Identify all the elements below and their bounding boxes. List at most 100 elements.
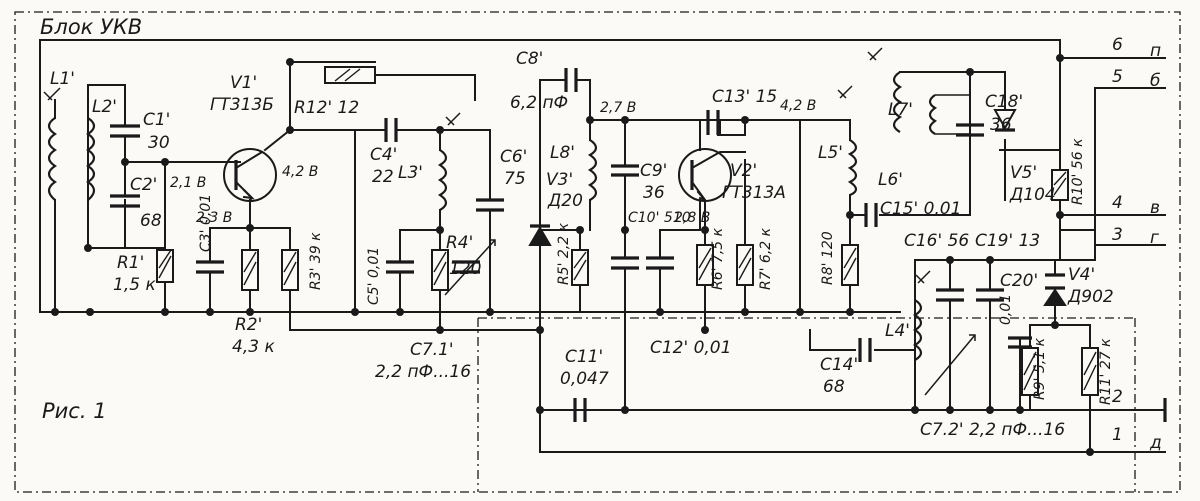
diode-v3 bbox=[528, 224, 552, 246]
tuning-marks bbox=[43, 47, 931, 284]
capacitor-c15 bbox=[864, 203, 878, 227]
resistor-r7 bbox=[736, 244, 754, 286]
label-l4: L4' bbox=[885, 321, 910, 341]
label-c9: C9' bbox=[640, 161, 667, 181]
label-r4: R4' bbox=[446, 233, 473, 253]
label-v4: V4' bbox=[1068, 265, 1095, 285]
label-r8: R8' 120 bbox=[820, 231, 836, 285]
label-c16: C16' 56 bbox=[904, 231, 969, 251]
capacitor-c7-2 bbox=[924, 334, 976, 396]
label-c4: C4' bbox=[370, 145, 397, 165]
label-r11: R11' 27 к bbox=[1098, 338, 1114, 405]
terminal-5-letter: б bbox=[1150, 71, 1160, 91]
terminal-3-num: 3 bbox=[1112, 225, 1123, 245]
label-c15: C15' 0,01 bbox=[880, 199, 961, 219]
capacitor-c4 bbox=[379, 118, 406, 142]
label-c18-val: 36 bbox=[990, 115, 1012, 135]
label-c8: C8' bbox=[516, 49, 543, 69]
terminals: 6 п 5 б 4 в 3 г 2 1 д bbox=[1112, 35, 1162, 453]
resistor-r12 bbox=[324, 66, 376, 84]
block-title: Блок УКВ bbox=[40, 15, 142, 39]
label-c7-2: C7.2' 2,2 пФ...16 bbox=[920, 420, 1065, 440]
label-v2: V2' bbox=[730, 161, 757, 181]
capacitor-c18 bbox=[956, 123, 984, 137]
resistor-r2 bbox=[241, 249, 259, 291]
capacitor-c16 bbox=[936, 288, 964, 302]
label-c14: C14' bbox=[820, 355, 858, 375]
label-c8-val: 6,2 пФ bbox=[510, 93, 568, 113]
label-c18: C18' bbox=[985, 92, 1023, 112]
resistor-r6 bbox=[696, 244, 714, 286]
inductor-l4 bbox=[912, 299, 923, 361]
capacitor-c13 bbox=[706, 110, 746, 136]
terminal-1-letter: д bbox=[1149, 433, 1162, 453]
resistor-r10 bbox=[1051, 169, 1069, 201]
label-c11-val: 0,047 bbox=[560, 369, 609, 389]
inductor-l2 bbox=[86, 117, 96, 201]
label-c6-val: 75 bbox=[504, 169, 526, 189]
label-v5-type: Д104 bbox=[1009, 185, 1056, 205]
capacitor-c6 bbox=[476, 198, 504, 212]
label-v2-type: ГТ313А bbox=[722, 183, 786, 203]
label-c1-val: 30 bbox=[148, 133, 170, 153]
terminal-5-num: 5 bbox=[1112, 67, 1123, 87]
label-c12: C12' 0,01 bbox=[650, 338, 731, 358]
label-v3-type: Д20 bbox=[547, 191, 583, 211]
label-r5: R5' 2,2 к bbox=[556, 222, 572, 285]
label-l1: L1' bbox=[50, 69, 75, 89]
label-c7-1: C7.1' bbox=[410, 340, 454, 360]
inductor-l7 bbox=[928, 94, 970, 135]
label-c20: C20' bbox=[1000, 271, 1038, 291]
label-c20-val: 0,01 bbox=[998, 294, 1014, 325]
label-c6: C6' bbox=[500, 147, 527, 167]
label-c7-1-val: 2,2 пФ...16 bbox=[375, 362, 471, 382]
label-r6: R6' 7,5 к bbox=[710, 227, 726, 290]
wiring bbox=[39, 39, 1166, 453]
capacitor-c10 bbox=[611, 256, 674, 270]
junction-dots bbox=[51, 54, 1094, 456]
resistor-r11 bbox=[1081, 347, 1099, 396]
label-c5: C5' 0,01 bbox=[366, 247, 382, 305]
label-c1: C1' bbox=[143, 110, 170, 130]
labels: Блок УКВ Рис. 1 L1' L2' C1' 30 C2' 68 R1… bbox=[40, 15, 1114, 440]
label-r9: R9' 5,1 к bbox=[1032, 337, 1048, 400]
capacitor-c5 bbox=[386, 260, 414, 274]
terminal-6-num: 6 bbox=[1112, 35, 1123, 55]
label-c10: C10' 510 bbox=[628, 210, 691, 226]
label-v2-collector-voltage: 2,7 В bbox=[600, 100, 636, 116]
terminal-4-num: 4 bbox=[1112, 193, 1123, 213]
capacitor-c11 bbox=[573, 398, 587, 422]
capacitor-c9 bbox=[611, 164, 639, 177]
resistor-r5 bbox=[571, 249, 589, 286]
label-l8: L8' bbox=[550, 143, 575, 163]
label-v3: V3' bbox=[546, 170, 573, 190]
block-outline bbox=[14, 11, 1181, 493]
transistor-v1 bbox=[223, 148, 277, 202]
inductor-l6 bbox=[892, 71, 903, 133]
label-v5: V5' bbox=[1010, 163, 1037, 183]
capacitor-c2 bbox=[110, 161, 140, 208]
capacitor-c3 bbox=[196, 260, 224, 274]
label-l2: L2' bbox=[92, 97, 117, 117]
label-c9-val: 36 bbox=[643, 183, 665, 203]
inductor-l8 bbox=[587, 139, 598, 201]
label-v1-emitter-voltage: 2,3 В bbox=[196, 210, 232, 226]
label-c11: C11' bbox=[565, 347, 603, 367]
terminal-4-letter: в bbox=[1150, 198, 1160, 218]
label-v1-type: ГТ313Б bbox=[210, 95, 274, 115]
label-l3: L3' bbox=[398, 163, 423, 183]
resistor-r1 bbox=[156, 249, 174, 283]
label-r7: R7' 6,2 к bbox=[758, 227, 774, 290]
capacitor-c14 bbox=[858, 338, 872, 362]
transistor-v2 bbox=[678, 148, 746, 231]
capacitor-c1 bbox=[110, 117, 140, 163]
capacitor-c8 bbox=[564, 68, 591, 92]
label-c2-val: 68 bbox=[140, 211, 162, 231]
label-v2-emitter-voltage: 2,8 В bbox=[674, 210, 710, 226]
terminal-2-num: 2 bbox=[1112, 387, 1123, 407]
label-v4-type: Д902 bbox=[1067, 287, 1114, 307]
capacitor-c7-1 bbox=[444, 239, 496, 296]
label-c4-val: 22 bbox=[372, 167, 394, 187]
resistor-r9 bbox=[1021, 347, 1039, 396]
